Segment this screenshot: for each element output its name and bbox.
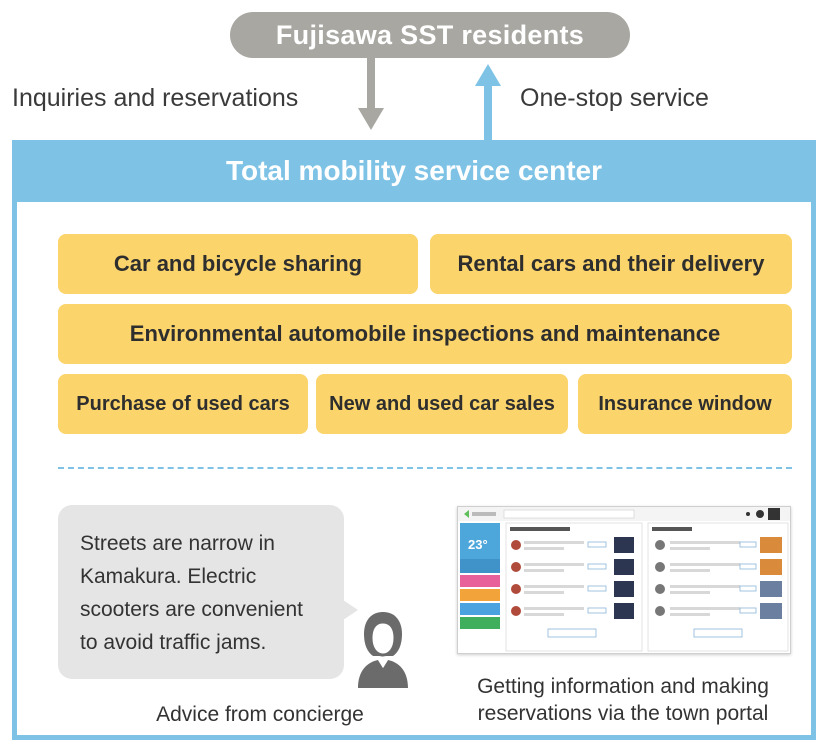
service-label: Rental cars and their delivery (457, 251, 765, 276)
inquiries-label: Inquiries and reservations (12, 84, 299, 112)
portal-caption-line: reservations via the town portal (477, 702, 769, 725)
residents-pill: Fujisawa SST residents (230, 12, 630, 58)
residents-label: Fujisawa SST residents (275, 19, 585, 50)
arrow-down-icon (358, 58, 384, 130)
person-icon (358, 612, 408, 688)
dashed-divider (58, 467, 792, 469)
town-portal-screenshot: 23° (457, 506, 791, 654)
service-car-bicycle-sharing: Car and bicycle sharing (58, 234, 418, 294)
bubble-line: to avoid traffic jams. (80, 631, 267, 654)
portal-mockup-graphic (458, 507, 790, 652)
service-label: New and used car sales (329, 392, 555, 415)
concierge-caption-text: Advice from concierge (156, 703, 364, 726)
service-center-title-text: Total mobility service center (225, 155, 603, 186)
service-label: Car and bicycle sharing (113, 251, 363, 276)
bubble-line: Kamakura. Electric (80, 565, 257, 588)
bubble-tail (340, 598, 358, 622)
service-inspections: Environmental automobile inspections and… (58, 304, 792, 364)
service-center-title: Total mobility service center (12, 140, 816, 202)
concierge-caption: Advice from concierge (120, 701, 400, 728)
one-stop-label: One-stop service (520, 84, 709, 112)
service-label: Purchase of used cars (76, 392, 290, 415)
service-label: Environmental automobile inspections and… (129, 321, 721, 346)
portal-caption-line: Getting information and making (477, 675, 769, 698)
arrow-up-icon (475, 64, 501, 142)
service-car-sales: New and used car sales (316, 374, 568, 434)
bubble-line: scooters are convenient (80, 598, 303, 621)
service-purchase-used-cars: Purchase of used cars (58, 374, 308, 434)
bubble-line: Streets are narrow in (80, 532, 275, 555)
portal-temperature: 23° (468, 537, 488, 552)
service-rental-cars: Rental cars and their delivery (430, 234, 792, 294)
concierge-speech-bubble: Streets are narrow in Kamakura. Electric… (58, 505, 344, 679)
service-label: Insurance window (598, 392, 772, 415)
portal-caption: Getting information and making reservati… (437, 673, 809, 727)
service-insurance-window: Insurance window (578, 374, 792, 434)
